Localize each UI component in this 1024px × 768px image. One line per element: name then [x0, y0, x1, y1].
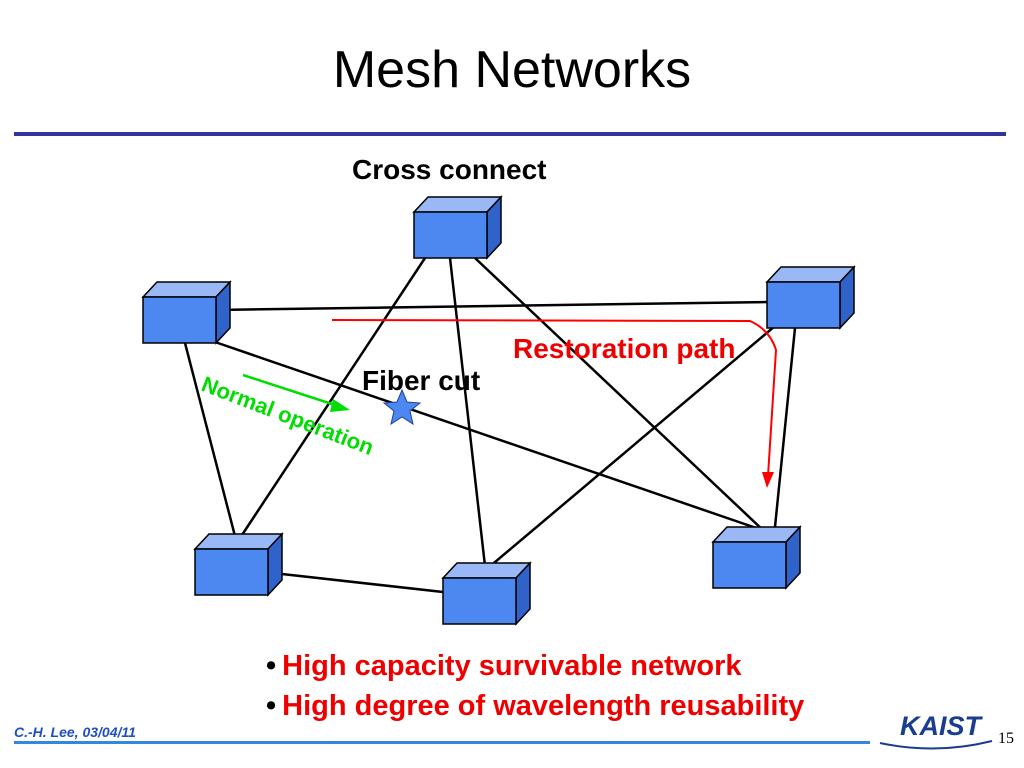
link-right-bottommiddle [487, 325, 776, 569]
node-top [412, 195, 503, 260]
link-top-bottomleft [238, 257, 427, 539]
normal-operation-arrow [242, 373, 339, 408]
restoration-path-label: Restoration path [513, 333, 735, 364]
normal-operation-arrowhead [330, 399, 350, 412]
link-left-right [214, 300, 769, 312]
page-number: 15 [998, 730, 1014, 747]
node-left [141, 280, 232, 345]
kaist-logo: KAIST [879, 711, 993, 750]
link-top-bottommiddle [448, 257, 487, 567]
bullet-item: •High capacity survivable network [266, 646, 804, 686]
node-bottom-middle [441, 561, 532, 626]
bullet-list: •High capacity survivable network •High … [266, 646, 804, 726]
bullet-dot: • [266, 650, 277, 682]
link-left-bottomright [214, 340, 763, 532]
fiber-cut-label: Fiber cut [362, 365, 480, 396]
link-left-bottomleft [183, 342, 238, 541]
title-divider [14, 132, 1006, 136]
bullet-item: •High degree of wavelength reusability [266, 686, 804, 726]
fiber-cut-star-icon [382, 388, 422, 426]
link-right-bottomright [773, 327, 797, 528]
normal-operation-label: Normal operation [198, 371, 377, 460]
node-bottom-right [711, 525, 802, 590]
bullet-text: High degree of wavelength reusability [282, 690, 805, 722]
node-right [765, 265, 856, 330]
bullet-dot: • [266, 690, 277, 722]
restoration-arrowhead [762, 472, 774, 488]
logo-text: KAIST [900, 711, 984, 741]
restoration-path [331, 319, 778, 477]
link-top-bottomright [474, 257, 766, 533]
cross-connect-label: Cross connect [352, 154, 547, 185]
link-bottomleft-bottommiddle [281, 572, 444, 594]
footer-author-date: C.-H. Lee, 03/04/11 [14, 724, 136, 740]
fiber-links [183, 257, 797, 594]
node-bottom-left [193, 532, 284, 597]
bullet-text: High capacity survivable network [282, 650, 742, 682]
footer-divider [14, 741, 870, 744]
slide-title: Mesh Networks [332, 41, 692, 99]
